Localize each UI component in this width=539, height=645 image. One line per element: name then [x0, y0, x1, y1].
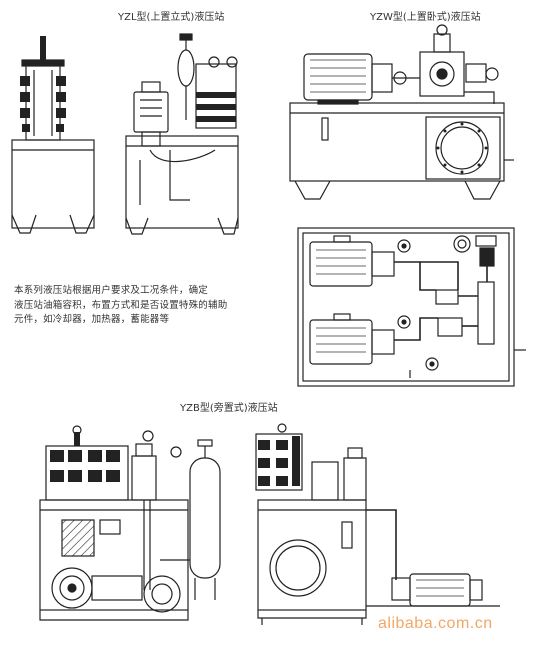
yzw-title: YZW型(上置卧式)液压站 — [369, 10, 481, 23]
yzw-plan-view — [297, 227, 526, 387]
watermark-text: alibaba.com.cn — [378, 615, 493, 632]
yzb-side-view — [255, 423, 500, 625]
yzl-station-drawing: YZL型(上置立式)液压站 — [11, 10, 239, 235]
yzw-station-drawing: YZW型(上置卧式)液压站 — [289, 10, 514, 200]
description-text: 本系列液压站根据用户要求及工况条件，确定 液压站油箱容积，布置方式和是否设置特殊… — [14, 284, 276, 328]
yzl-title: YZL型(上置立式)液压站 — [117, 10, 224, 23]
yzb-title: YZB型(旁置式)液压站 — [179, 401, 278, 414]
description-line: 液压站油箱容积，布置方式和是否设置特殊的辅助 — [14, 299, 228, 311]
yzb-station-drawing: YZB型(旁置式)液压站 — [39, 401, 278, 621]
description-line: 本系列液压站根据用户要求及工况条件，确定 — [14, 285, 209, 296]
description-line: 元件，如冷却器，加热器，蓄能器等 — [14, 314, 170, 325]
